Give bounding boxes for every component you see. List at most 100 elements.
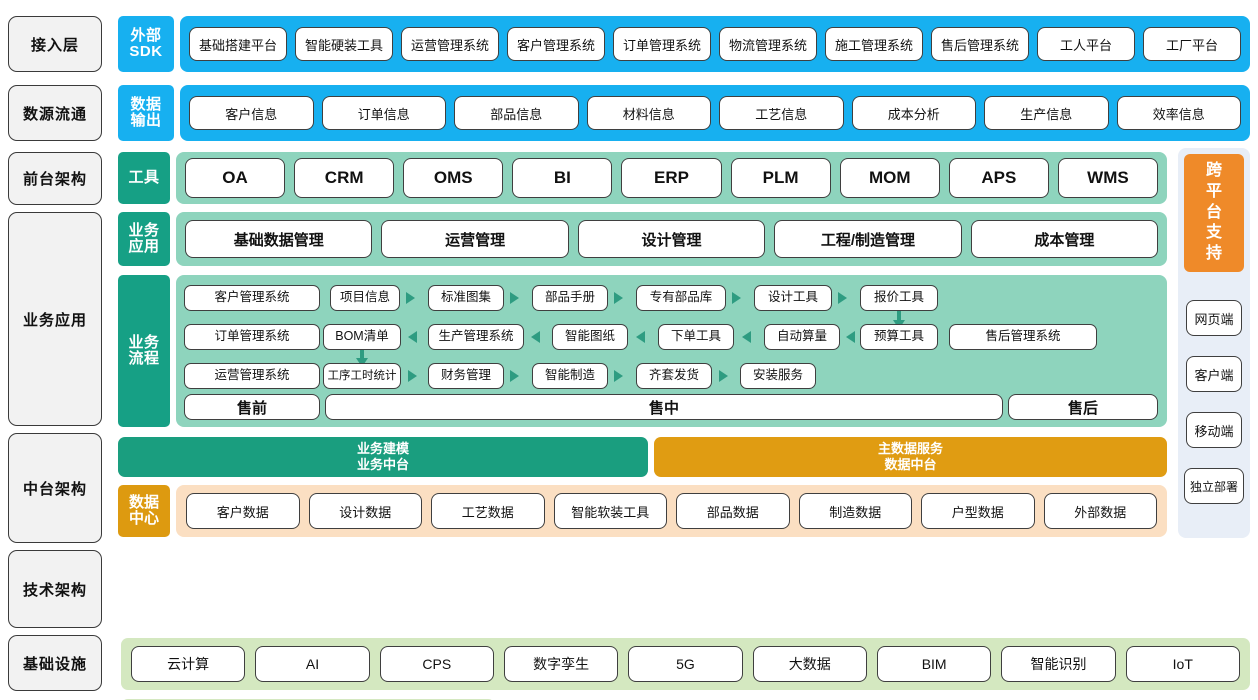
data-center-item[interactable]: 工艺数据	[431, 493, 545, 529]
data-center-item[interactable]: 户型数据	[921, 493, 1035, 529]
flow-box[interactable]: 智能图纸	[552, 324, 628, 350]
flow-box[interactable]: 部品手册	[532, 285, 608, 311]
infra-item[interactable]: 智能识别	[1001, 646, 1115, 682]
stage-box-presale[interactable]: 售前	[184, 394, 320, 420]
data-center-item[interactable]: 制造数据	[799, 493, 913, 529]
data-center-item[interactable]: 客户数据	[186, 493, 300, 529]
layer-label-tech-arch[interactable]: 技术架构	[8, 550, 102, 628]
flow-box[interactable]: 安装服务	[740, 363, 816, 389]
sdk-item[interactable]: 运营管理系统	[401, 27, 499, 61]
flow-box[interactable]: BOM清单	[323, 324, 401, 350]
sdk-item[interactable]: 客户管理系统	[507, 27, 605, 61]
layer-label-data-flow[interactable]: 数源流通	[8, 85, 102, 141]
data-center-item[interactable]: 设计数据	[309, 493, 423, 529]
business-app-item[interactable]: 运营管理	[381, 220, 568, 258]
external-sdk-tag[interactable]: 外部 SDK	[118, 16, 174, 72]
tool-item[interactable]: OMS	[403, 158, 503, 198]
sdk-item[interactable]: 物流管理系统	[719, 27, 817, 61]
sdk-item[interactable]: 工厂平台	[1143, 27, 1241, 61]
flow-box[interactable]: 自动算量	[764, 324, 840, 350]
cross-platform-item-client[interactable]: 客户端	[1186, 356, 1242, 392]
data-center-item[interactable]: 外部数据	[1044, 493, 1158, 529]
flow-box[interactable]: 标准图集	[428, 285, 504, 311]
infra-item[interactable]: AI	[255, 646, 369, 682]
layer-label-business-app[interactable]: 业务应用	[8, 212, 102, 426]
infra-item[interactable]: CPS	[380, 646, 494, 682]
infra-item[interactable]: 大数据	[753, 646, 867, 682]
business-app-item[interactable]: 设计管理	[578, 220, 765, 258]
arrow-left-icon	[408, 331, 417, 343]
flow-box[interactable]: 客户管理系统	[184, 285, 320, 311]
middle-bar-data[interactable]: 主数据服务 数据中台	[654, 437, 1167, 477]
infra-item[interactable]: 数字孪生	[504, 646, 618, 682]
cross-platform-item-standalone[interactable]: 独立部署	[1184, 468, 1244, 504]
sdk-item[interactable]: 智能硬装工具	[295, 27, 393, 61]
business-app-item[interactable]: 基础数据管理	[185, 220, 372, 258]
arrow-right-icon	[838, 292, 847, 304]
tag-line-2: 中心	[129, 511, 159, 527]
business-flow-tag[interactable]: 业务 流程	[118, 275, 170, 427]
data-output-item[interactable]: 部品信息	[454, 96, 579, 130]
flow-box[interactable]: 运营管理系统	[184, 363, 320, 389]
tool-item[interactable]: OA	[185, 158, 285, 198]
infra-item[interactable]: BIM	[877, 646, 991, 682]
infra-item[interactable]: 云计算	[131, 646, 245, 682]
data-output-item[interactable]: 材料信息	[587, 96, 712, 130]
stage-box-aftersale[interactable]: 售后	[1008, 394, 1158, 420]
tool-item[interactable]: PLM	[731, 158, 831, 198]
mid-bar-line-1: 业务建模	[357, 441, 409, 457]
data-output-item[interactable]: 效率信息	[1117, 96, 1242, 130]
business-apps-tag[interactable]: 业务 应用	[118, 212, 170, 266]
tool-item[interactable]: ERP	[621, 158, 721, 198]
sdk-item[interactable]: 订单管理系统	[613, 27, 711, 61]
tool-item[interactable]: WMS	[1058, 158, 1158, 198]
flow-box[interactable]: 售后管理系统	[949, 324, 1097, 350]
flow-box[interactable]: 订单管理系统	[184, 324, 320, 350]
cross-platform-item-web[interactable]: 网页端	[1186, 300, 1242, 336]
flow-box[interactable]: 专有部品库	[636, 285, 726, 311]
data-center-band: 客户数据 设计数据 工艺数据 智能软装工具 部品数据 制造数据 户型数据 外部数…	[176, 485, 1167, 537]
cross-platform-item-mobile[interactable]: 移动端	[1186, 412, 1242, 448]
infra-item[interactable]: 5G	[628, 646, 742, 682]
flow-box[interactable]: 报价工具	[860, 285, 938, 311]
flow-box[interactable]: 智能制造	[532, 363, 608, 389]
layer-label-front-arch[interactable]: 前台架构	[8, 152, 102, 205]
flow-box[interactable]: 财务管理	[428, 363, 504, 389]
infra-item[interactable]: IoT	[1126, 646, 1240, 682]
middle-bar-business[interactable]: 业务建模 业务中台	[118, 437, 648, 477]
tool-item[interactable]: APS	[949, 158, 1049, 198]
data-center-item[interactable]: 智能软装工具	[554, 493, 668, 529]
tool-item[interactable]: BI	[512, 158, 612, 198]
sdk-item[interactable]: 施工管理系统	[825, 27, 923, 61]
sdk-item[interactable]: 基础搭建平台	[189, 27, 287, 61]
flow-box[interactable]: 下单工具	[658, 324, 734, 350]
data-output-item[interactable]: 成本分析	[852, 96, 977, 130]
flow-box[interactable]: 项目信息	[330, 285, 400, 311]
data-output-item[interactable]: 客户信息	[189, 96, 314, 130]
layer-label-infrastructure[interactable]: 基础设施	[8, 635, 102, 691]
data-output-item[interactable]: 工艺信息	[719, 96, 844, 130]
flow-box[interactable]: 预算工具	[860, 324, 938, 350]
sdk-item[interactable]: 售后管理系统	[931, 27, 1029, 61]
flow-box[interactable]: 设计工具	[754, 285, 832, 311]
business-flow-area: 客户管理系统 项目信息 标准图集 部品手册 专有部品库 设计工具 报价工具 订单…	[176, 275, 1167, 427]
cross-platform-tag[interactable]: 跨 平 台 支 持	[1184, 154, 1244, 272]
sdk-item[interactable]: 工人平台	[1037, 27, 1135, 61]
data-output-tag[interactable]: 数据 输出	[118, 85, 174, 141]
tool-item[interactable]: MOM	[840, 158, 940, 198]
business-app-item[interactable]: 工程/制造管理	[774, 220, 961, 258]
data-output-item[interactable]: 生产信息	[984, 96, 1109, 130]
stage-box-insale[interactable]: 售中	[325, 394, 1003, 420]
business-app-item[interactable]: 成本管理	[971, 220, 1158, 258]
flow-box[interactable]: 生产管理系统	[428, 324, 524, 350]
tool-item[interactable]: CRM	[294, 158, 394, 198]
flow-box[interactable]: 工序工时统计	[323, 363, 401, 389]
tools-band: OA CRM OMS BI ERP PLM MOM APS WMS	[176, 152, 1167, 204]
layer-label-middle-arch[interactable]: 中台架构	[8, 433, 102, 543]
data-center-tag[interactable]: 数据 中心	[118, 485, 170, 537]
tools-tag[interactable]: 工具	[118, 152, 170, 204]
data-output-item[interactable]: 订单信息	[322, 96, 447, 130]
layer-label-access[interactable]: 接入层	[8, 16, 102, 72]
data-center-item[interactable]: 部品数据	[676, 493, 790, 529]
flow-box[interactable]: 齐套发货	[636, 363, 712, 389]
